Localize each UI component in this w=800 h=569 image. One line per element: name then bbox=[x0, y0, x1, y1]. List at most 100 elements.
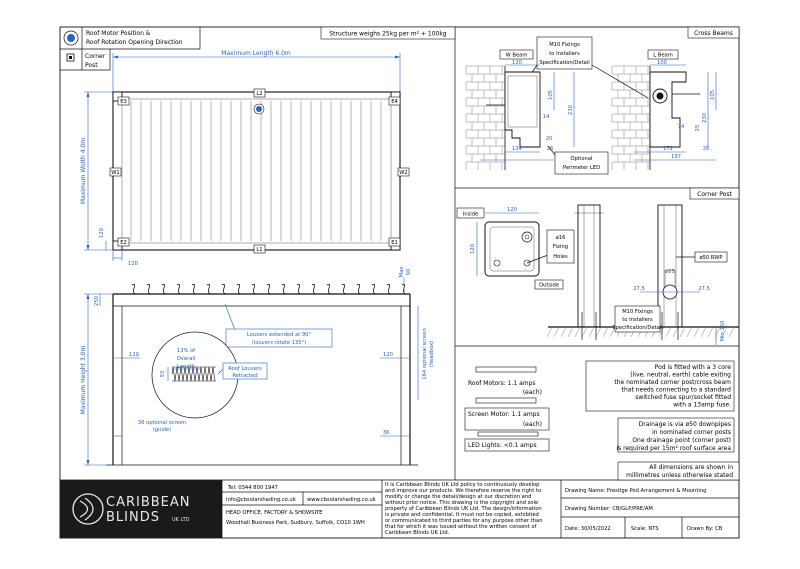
pod-note-line: (live, neutral, earth) cable exiting bbox=[630, 372, 731, 379]
l-dim-26: 26 bbox=[703, 146, 710, 152]
post-side-view-left bbox=[577, 204, 601, 328]
ground-hatch-line bbox=[700, 326, 707, 338]
pod-note-line: with a 13amp fuse. bbox=[673, 402, 731, 409]
led-lights-label: LED Lights: <0.1 amps bbox=[468, 442, 537, 449]
post-m10-line2: to Installers bbox=[622, 317, 653, 323]
screen-headbox-line1: 164 optional screen bbox=[422, 328, 428, 379]
led-light-diagram bbox=[477, 431, 539, 437]
pod-note-line: that needs connecting to a standard bbox=[622, 387, 732, 394]
l-dim-74: 74 bbox=[678, 124, 685, 130]
drainage-note-line: One drainage point (corner post) bbox=[632, 437, 731, 444]
louver-profile bbox=[326, 284, 333, 295]
pod-note-line: the nominated corner post/cross beam bbox=[614, 379, 731, 386]
weight-note: Structure weighs 25kg per m² + 100kg bbox=[329, 31, 446, 38]
post-min-150: Min 150 bbox=[720, 321, 726, 342]
plan-louvers bbox=[130, 101, 382, 241]
post-top-view bbox=[484, 221, 540, 277]
drawn-by: Drawn By: CB bbox=[687, 526, 723, 532]
m10-line3: Specification/Detail bbox=[539, 60, 589, 66]
louver-profile bbox=[341, 284, 348, 295]
pod-note-line: Pod is fitted with a 3 core bbox=[655, 364, 732, 371]
fixing-holes-callout bbox=[546, 229, 575, 264]
w-beam-label: W Beam bbox=[506, 53, 528, 59]
w-dim-20: 20 bbox=[546, 136, 553, 142]
l-dim-25: 25 bbox=[695, 125, 701, 132]
l-dim-230: 230 bbox=[702, 113, 708, 123]
ground-hatch-line bbox=[658, 326, 665, 338]
pod-note-line: switched fuse spur/socket fitted bbox=[635, 394, 731, 401]
elev-dim-max: Max bbox=[399, 267, 405, 278]
post-m10-callout bbox=[614, 305, 661, 333]
corner-post-heading: Corner Post bbox=[697, 191, 732, 198]
screen-guide-line2: (guide) bbox=[153, 427, 172, 433]
pod-note-box bbox=[585, 360, 735, 412]
post-m10-line1: M10 Fixings bbox=[622, 309, 653, 315]
elev-dim-90: 90 bbox=[406, 269, 412, 276]
max-height-label: Maximum Height 3.0m bbox=[80, 346, 87, 415]
l-dim-197: 197 bbox=[671, 154, 681, 160]
policy-line: that for which it was issued without the… bbox=[385, 524, 537, 530]
roof-motor-icon-inner bbox=[256, 106, 262, 112]
corner-post-label-line1: Corner bbox=[85, 53, 106, 60]
header-title-line2: Roof Rotation Opening Direction bbox=[86, 39, 183, 46]
cross-beams-heading: Cross Beams bbox=[694, 30, 733, 37]
title-block: CARIBBEAN BLINDS UK LTD Tel: 0344 800 19… bbox=[60, 480, 739, 538]
elev-dim-120-right: 120 bbox=[383, 352, 393, 358]
ground-hatch-line bbox=[546, 326, 553, 338]
header-title-line1: Roof Motor Position & bbox=[86, 30, 151, 37]
louver-profile bbox=[161, 284, 168, 295]
company-tel: Tel: 0344 800 1947 bbox=[227, 485, 278, 491]
ground-hatch-line bbox=[609, 326, 616, 338]
company-website: www.cbsolarshading.co.uk bbox=[307, 497, 376, 503]
louver-profile bbox=[386, 284, 393, 295]
w-dim-230: 230 bbox=[568, 105, 574, 115]
roof-motors-line1: Roof Motors: 1.1 amps bbox=[468, 380, 536, 387]
policy-line: is private and confidential. It must not… bbox=[385, 512, 539, 518]
louver-profile bbox=[176, 284, 183, 295]
ground-hatch-line bbox=[672, 326, 679, 338]
screen-motor-diagram bbox=[475, 397, 537, 404]
l-beam-profile bbox=[649, 71, 687, 148]
drawing-name: Drawing Name: Prestige Pod Arrangement &… bbox=[565, 488, 706, 494]
plan-label-e4: E4 bbox=[391, 99, 398, 105]
policy-line: without prior notice. This drawing is th… bbox=[385, 500, 538, 506]
ground-hatch-line bbox=[553, 326, 560, 338]
ground-hatch-line bbox=[581, 326, 588, 338]
plan-label-w2: W2 bbox=[399, 170, 407, 176]
w-dim-14: 14 bbox=[543, 114, 550, 120]
policy-line: It is Caribbean Blinds UK Ltd policy to … bbox=[385, 482, 540, 488]
drainage-note-line: in nominated corner posts bbox=[652, 429, 731, 436]
plan-view: Maximum Length 6.0m Maximum Width 4.0m E… bbox=[80, 50, 410, 267]
brick-wall-right bbox=[611, 65, 651, 170]
fixing-line3: Holes bbox=[553, 254, 568, 260]
dimensions-note-box bbox=[617, 461, 740, 481]
rwp-label: ø50 RWP bbox=[699, 255, 722, 261]
overall-line3: Length bbox=[177, 364, 195, 370]
plan-label-w1: W1 bbox=[111, 170, 119, 176]
louver-profile bbox=[356, 284, 363, 295]
pod-note: Pod is fitted with a 3 core (live, neutr… bbox=[614, 364, 731, 409]
ground-hatch-line bbox=[602, 326, 609, 338]
drainage-note-box bbox=[617, 417, 735, 453]
drawing-date: Date: 30/05/2022 bbox=[565, 526, 611, 532]
w-dim-105: 105 bbox=[548, 90, 554, 100]
retracted-line2: Retracted bbox=[232, 373, 257, 379]
ground-hatch-line bbox=[686, 326, 693, 338]
roof-motor-diagram bbox=[475, 366, 537, 373]
led-callout bbox=[554, 151, 609, 175]
w-beam-profile bbox=[504, 71, 541, 148]
louver-profile bbox=[296, 284, 303, 295]
corner-post-section: Corner Post Inside 120 120 ø16 Fixing Ho… bbox=[456, 187, 740, 345]
w-dim-134: 134 bbox=[512, 146, 523, 152]
plan-label-e2: E2 bbox=[120, 240, 127, 246]
corner-post-label-line2: Post bbox=[85, 62, 98, 69]
ground-hatch-line bbox=[721, 326, 728, 338]
louver-profile bbox=[221, 284, 228, 295]
l-dim-100: 100 bbox=[657, 60, 667, 66]
ground-hatch-line bbox=[588, 326, 595, 338]
address-line2: Woodhall Business Park, Sudbury, Suffolk… bbox=[226, 520, 365, 526]
weight-note-box bbox=[320, 26, 456, 40]
retracted-line1: Roof Louvers bbox=[228, 366, 262, 372]
louver-profile bbox=[281, 284, 288, 295]
